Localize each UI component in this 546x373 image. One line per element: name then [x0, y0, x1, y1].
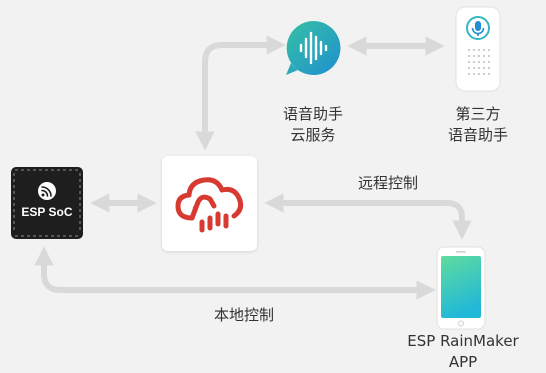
third-party-assistant-label-line2: 语音助手	[447, 126, 508, 144]
remote-control-label: 远程控制	[357, 174, 418, 192]
voice-wave-icon	[286, 20, 341, 75]
esp-soc-label: ESP SoC	[21, 205, 73, 219]
arrow-remote-control	[264, 193, 472, 240]
esp-soc-chip: ESP SoC	[11, 167, 83, 239]
rainmaker-cloud-card	[162, 156, 257, 251]
voice-cloud-label: 语音助手 云服务	[270, 104, 356, 146]
chip-pins-icon	[13, 169, 81, 237]
voice-cloud-label-line1: 语音助手	[282, 105, 343, 123]
app-label-line2: APP	[448, 353, 478, 371]
espressif-logo-icon	[38, 182, 56, 200]
app-label: ESP RainMaker APP	[390, 331, 536, 373]
arrow-cloud-voice	[195, 35, 286, 151]
local-control-label: 本地控制	[213, 306, 274, 324]
arrow-local-control	[34, 246, 436, 300]
rainmaker-cloud-logo-icon	[175, 177, 244, 233]
app-label-line1: ESP RainMaker	[407, 332, 519, 350]
third-party-assistant-label-line1: 第三方	[455, 105, 501, 123]
third-party-assistant-label: 第三方 语音助手	[436, 104, 520, 146]
smart-speaker-icon	[455, 6, 501, 92]
smartphone-icon	[436, 246, 486, 330]
voice-cloud-label-line2: 云服务	[290, 126, 336, 144]
